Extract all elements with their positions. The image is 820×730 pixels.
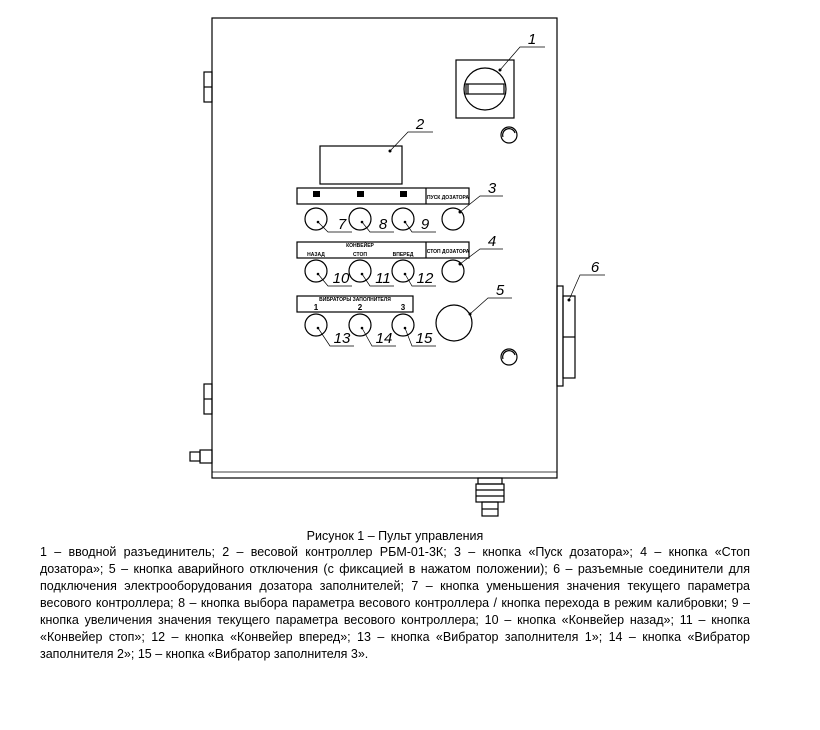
callout-8: 8 <box>379 216 388 233</box>
cable-gland <box>475 477 505 517</box>
plate-row-2 <box>296 241 470 259</box>
enclosure-body <box>211 17 558 479</box>
control-panel-drawing: ПУСК ДОЗАТОРА КОНВЕЙЕР НАЗАД СТОП ВПЕРЕД… <box>189 17 605 517</box>
hinge-top <box>203 71 213 103</box>
callout-9: 9 <box>421 216 430 233</box>
button-10 <box>304 259 328 283</box>
plate-back-label: НАЗАД <box>307 252 325 258</box>
hinge-bottom <box>203 383 213 415</box>
callout-2: 2 <box>415 116 425 133</box>
callout-12: 12 <box>417 270 434 287</box>
minus-icon <box>313 191 320 197</box>
button-14 <box>348 313 372 337</box>
button-3 <box>441 207 465 231</box>
button-11 <box>348 259 372 283</box>
plate-dosing-stop-label: СТОП ДОЗАТОРА <box>427 249 470 255</box>
plate-row-1 <box>296 187 470 205</box>
button-7 <box>304 207 328 231</box>
callout-13: 13 <box>334 330 351 347</box>
callout-6: 6 <box>591 259 600 276</box>
callout-14: 14 <box>376 330 393 347</box>
plate-vib-2: 2 <box>358 303 363 312</box>
plate-forward-label: ВПЕРЕД <box>393 252 414 258</box>
lock-icon <box>500 348 518 366</box>
lock-icon <box>500 126 518 144</box>
caption-body: 1 – вводной разъединитель; 2 – весовой к… <box>40 545 750 661</box>
latch <box>189 449 213 464</box>
callout-7: 7 <box>338 216 347 233</box>
callout-4: 4 <box>488 233 496 250</box>
weighing-controller <box>319 145 403 185</box>
side-connector <box>556 285 576 387</box>
button-4 <box>441 259 465 283</box>
button-15 <box>391 313 415 337</box>
callout-15: 15 <box>416 330 433 347</box>
callout-1: 1 <box>528 31 536 48</box>
callout-10: 10 <box>333 270 350 287</box>
callout-3: 3 <box>488 180 497 197</box>
figure-caption: Рисунок 1 – Пульт управления 1 – вводной… <box>40 528 750 663</box>
button-9 <box>391 207 415 231</box>
plate-vibrators-title: ВИБРАТОРЫ ЗАПОЛНИТЕЛЯ <box>319 297 391 303</box>
button-13 <box>304 313 328 337</box>
caption-title: Рисунок 1 – Пульт управления <box>306 529 484 543</box>
button-12 <box>391 259 415 283</box>
select-icon <box>357 191 364 197</box>
plate-stop-label: СТОП <box>353 252 367 258</box>
plate-vib-1: 1 <box>314 303 319 312</box>
plate-conveyor-title: КОНВЕЙЕР <box>346 241 374 249</box>
emergency-stop-button <box>435 304 473 342</box>
disconnect-switch <box>455 59 515 119</box>
plate-vib-3: 3 <box>401 303 406 312</box>
button-8 <box>348 207 372 231</box>
plus-icon <box>400 191 407 197</box>
plate-row-3 <box>296 295 414 313</box>
callout-5: 5 <box>496 282 505 299</box>
callout-11: 11 <box>375 270 391 287</box>
plate-start-label: ПУСК ДОЗАТОРА <box>427 195 469 201</box>
